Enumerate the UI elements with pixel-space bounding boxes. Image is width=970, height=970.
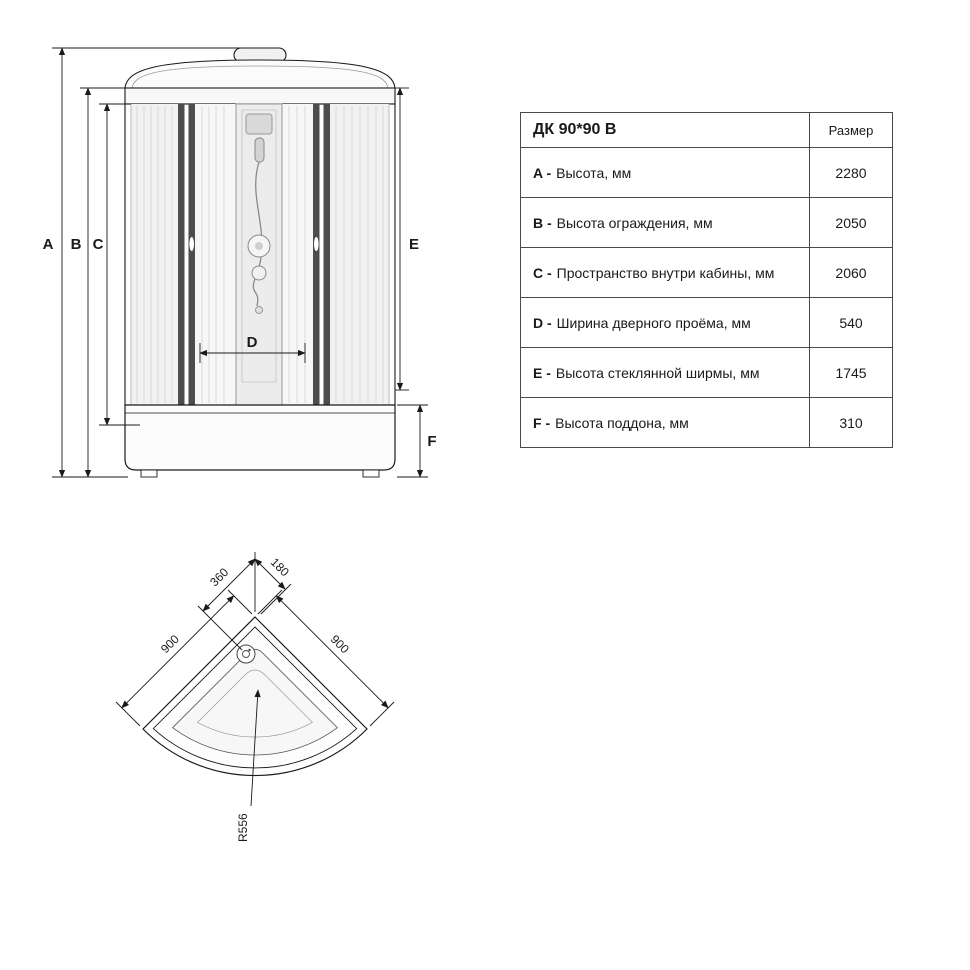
dim180-line — [254, 558, 286, 590]
table-row-d: D -Ширина дверного проёма, мм 540 — [521, 298, 892, 348]
dimension-letter: F - — [533, 414, 551, 431]
dim-a-label: A — [43, 236, 54, 253]
dimension-letter: A - — [533, 164, 552, 181]
top-view-drawing: 900 900 360 180 R556 — [115, 552, 395, 842]
glass-streaks — [136, 106, 384, 403]
drain-dot — [248, 648, 251, 652]
dim900l-line — [121, 595, 235, 709]
dim360-ext-drain — [197, 605, 243, 651]
door-frame-right-outer — [323, 104, 330, 405]
dimension-c — [99, 103, 140, 426]
drain-inner — [242, 650, 250, 658]
roof-inner-line — [131, 65, 389, 89]
dim-b-label: B — [71, 236, 82, 253]
mixer-knob-small — [251, 265, 267, 281]
shower-column-inner — [241, 109, 277, 383]
table-header-row: ДК 90*90 В Размер — [521, 113, 892, 148]
door-frame-left-inner — [188, 104, 195, 405]
radius-label: R556 — [236, 813, 250, 842]
radius-leader-line — [250, 689, 261, 807]
table-title: ДК 90*90 В — [533, 121, 617, 138]
dim-e-label: E — [409, 236, 419, 253]
table-row-f: F -Высота поддона, мм 310 — [521, 398, 892, 447]
dim900r-line — [275, 595, 389, 709]
dimension-description-cell: D -Ширина дверного проёма, мм — [521, 298, 809, 347]
shower-head-housing — [245, 113, 273, 135]
dimension-drain-offsets — [197, 552, 292, 651]
door-frame-left-outer — [178, 104, 185, 405]
dimension-description: Высота поддона, мм — [555, 414, 689, 431]
door-handle-right — [314, 237, 319, 251]
table-row-b: B -Высота ограждения, мм 2050 — [521, 198, 892, 248]
dimension-description: Высота стеклянной ширмы, мм — [555, 364, 760, 381]
dim-c-label: C — [93, 236, 104, 253]
mixer-knob-center — [255, 242, 263, 250]
table-row-c: C -Пространство внутри кабины, мм 2060 — [521, 248, 892, 298]
dimension-f — [397, 404, 428, 478]
dimension-letter: E - — [533, 364, 551, 381]
dimension-description-cell: E -Высота стеклянной ширмы, мм — [521, 348, 809, 397]
dimension-value: 2280 — [809, 148, 892, 197]
dimension-d — [199, 343, 306, 363]
dimension-letter: D - — [533, 314, 552, 331]
dimension-value: 310 — [809, 398, 892, 447]
dim-360-label: 360 — [207, 565, 231, 589]
front-view-drawing: A B C D E — [43, 47, 437, 478]
dim-d-label: D — [247, 334, 258, 351]
dimension-value: 1745 — [809, 348, 892, 397]
dim900l-ext-end — [115, 701, 141, 727]
dimension-radius — [250, 689, 261, 807]
dim180-ext — [260, 583, 292, 615]
dim-900-right-label: 900 — [328, 632, 352, 656]
table-row-e: E -Высота стеклянной ширмы, мм 1745 — [521, 348, 892, 398]
shower-tray-front — [124, 404, 396, 478]
spec-table: ДК 90*90 В Размер A -Высота, мм 2280 B -… — [520, 112, 893, 448]
tray-foot-right — [362, 469, 380, 478]
dimension-description-cell: F -Высота поддона, мм — [521, 398, 809, 447]
table-row-a: A -Высота, мм 2280 — [521, 148, 892, 198]
dim-900-left-label: 900 — [158, 632, 182, 656]
dimension-description: Высота, мм — [556, 164, 632, 181]
door-handle-left — [189, 237, 194, 251]
left-glass-panel — [131, 104, 178, 405]
tray-foot-left — [140, 469, 158, 478]
dimension-900-right — [257, 589, 395, 727]
dim900l-ext-corner — [227, 589, 253, 615]
tray-basin-floor — [197, 669, 313, 738]
hand-shower — [254, 137, 265, 163]
dimension-description-cell: B -Высота ограждения, мм — [521, 198, 809, 247]
dim360-line — [202, 558, 256, 612]
dimension-description-cell: A -Высота, мм — [521, 148, 809, 197]
dimension-letter: B - — [533, 214, 552, 231]
dimension-description: Пространство внутри кабины, мм — [556, 264, 775, 281]
lower-jet — [255, 306, 263, 314]
dimension-letter: C - — [533, 264, 552, 281]
door-frame-right-inner — [313, 104, 320, 405]
frame-band — [124, 87, 396, 105]
door-frames — [178, 104, 330, 405]
shower-column — [235, 103, 283, 406]
dimension-b — [80, 87, 125, 478]
dimension-value: 2050 — [809, 198, 892, 247]
dim900r-ext-end — [369, 701, 395, 727]
dimension-description: Высота ограждения, мм — [556, 214, 713, 231]
tray-wall-inner-edge — [152, 626, 358, 769]
dim-f-label: F — [427, 433, 436, 450]
dimension-value: 540 — [809, 298, 892, 347]
dim900r-ext-corner — [257, 589, 283, 615]
roof — [124, 59, 396, 89]
dimension-description: Ширина дверного проёма, мм — [556, 314, 751, 331]
dimension-description-cell: C -Пространство внутри кабины, мм — [521, 248, 809, 297]
dimension-e — [395, 87, 409, 391]
dimension-value: 2060 — [809, 248, 892, 297]
size-column-header: Размер — [809, 113, 892, 147]
tray-body — [124, 404, 396, 471]
